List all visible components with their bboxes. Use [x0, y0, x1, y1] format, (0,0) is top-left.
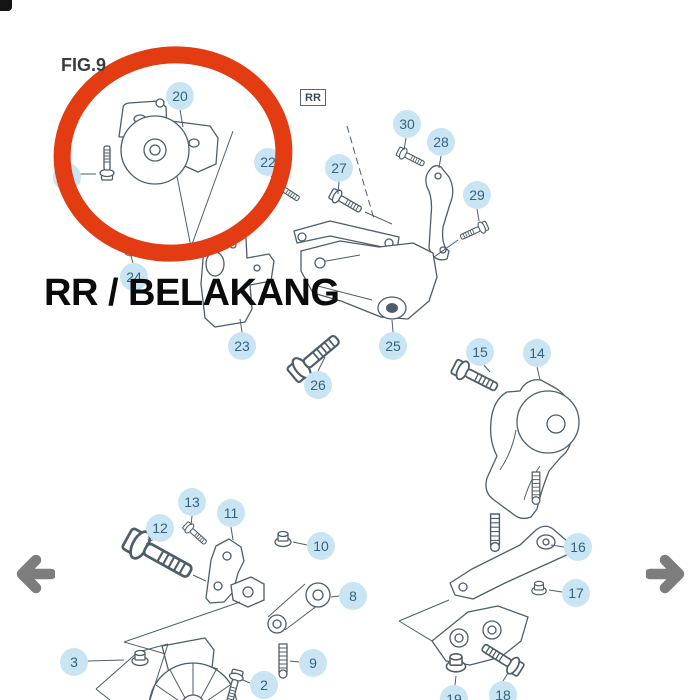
callout-25: 25 — [379, 332, 407, 360]
callout-27: 27 — [325, 154, 353, 182]
svg-text:24: 24 — [126, 269, 142, 285]
callout-19: 19 — [440, 685, 468, 700]
callout-3: 3 — [60, 648, 88, 676]
callout-9: 9 — [299, 649, 327, 677]
svg-text:17: 17 — [568, 585, 584, 601]
svg-text:14: 14 — [529, 345, 545, 361]
callouts-layer: 20 22 24 23 26 25 27 30 28 29 15 14 16 17 13 12 11 10 8 3 9 2… — [53, 82, 592, 700]
callout-29: 29 — [463, 181, 491, 209]
callout-8: 8 — [339, 582, 367, 610]
svg-text:30: 30 — [399, 116, 415, 132]
svg-text:26: 26 — [310, 377, 326, 393]
svg-text:20: 20 — [172, 88, 188, 104]
callout-17: 17 — [562, 579, 590, 607]
highlight-ellipse — [53, 46, 293, 262]
callout-23: 23 — [228, 332, 256, 360]
svg-text:9: 9 — [309, 655, 317, 671]
rr-position-tag: RR — [300, 89, 326, 106]
corner-mark — [0, 0, 12, 11]
figure-label: FIG.9 — [61, 55, 107, 75]
center-bracket-assembly — [124, 125, 491, 386]
arrow-right-icon — [646, 554, 685, 594]
svg-text:25: 25 — [385, 338, 401, 354]
svg-text:11: 11 — [224, 505, 239, 521]
callout-11: 11 — [217, 499, 245, 527]
svg-text:28: 28 — [433, 134, 449, 150]
callout-20: 20 — [166, 82, 194, 110]
svg-text:29: 29 — [469, 187, 485, 203]
svg-text:13: 13 — [184, 494, 200, 510]
section-caption: RR / BELAKANG — [44, 272, 340, 314]
callout-26: 26 — [304, 371, 332, 399]
svg-text:2: 2 — [260, 677, 268, 693]
callout-2: 2 — [250, 671, 278, 699]
callout-28: 28 — [427, 128, 455, 156]
svg-text:12: 12 — [152, 520, 168, 536]
svg-text:22: 22 — [260, 154, 276, 170]
svg-text:8: 8 — [349, 588, 357, 604]
rear-mount-14-assembly — [398, 356, 580, 686]
svg-text:3: 3 — [70, 654, 78, 670]
svg-text:18: 18 — [495, 687, 511, 700]
prev-image-button[interactable] — [11, 550, 55, 598]
mount-20-assembly — [70, 98, 234, 248]
svg-text:10: 10 — [313, 538, 329, 554]
callout-13: 13 — [178, 488, 206, 516]
svg-text:15: 15 — [472, 344, 488, 360]
callout-10: 10 — [307, 532, 335, 560]
arrow-left-icon — [16, 554, 55, 594]
svg-text:16: 16 — [570, 539, 586, 555]
callout-12: 12 — [146, 514, 174, 542]
callout-16: 16 — [564, 533, 592, 561]
next-image-button[interactable] — [646, 550, 690, 598]
callout-14: 14 — [523, 339, 551, 367]
callout-18: 18 — [489, 681, 517, 700]
svg-text:27: 27 — [331, 160, 347, 176]
callout-24: 24 — [120, 263, 148, 291]
callout-15: 15 — [466, 338, 494, 366]
svg-text:23: 23 — [234, 338, 250, 354]
front-mount-assembly — [87, 515, 340, 700]
callout-30: 30 — [393, 110, 421, 138]
svg-text:19: 19 — [446, 691, 462, 700]
